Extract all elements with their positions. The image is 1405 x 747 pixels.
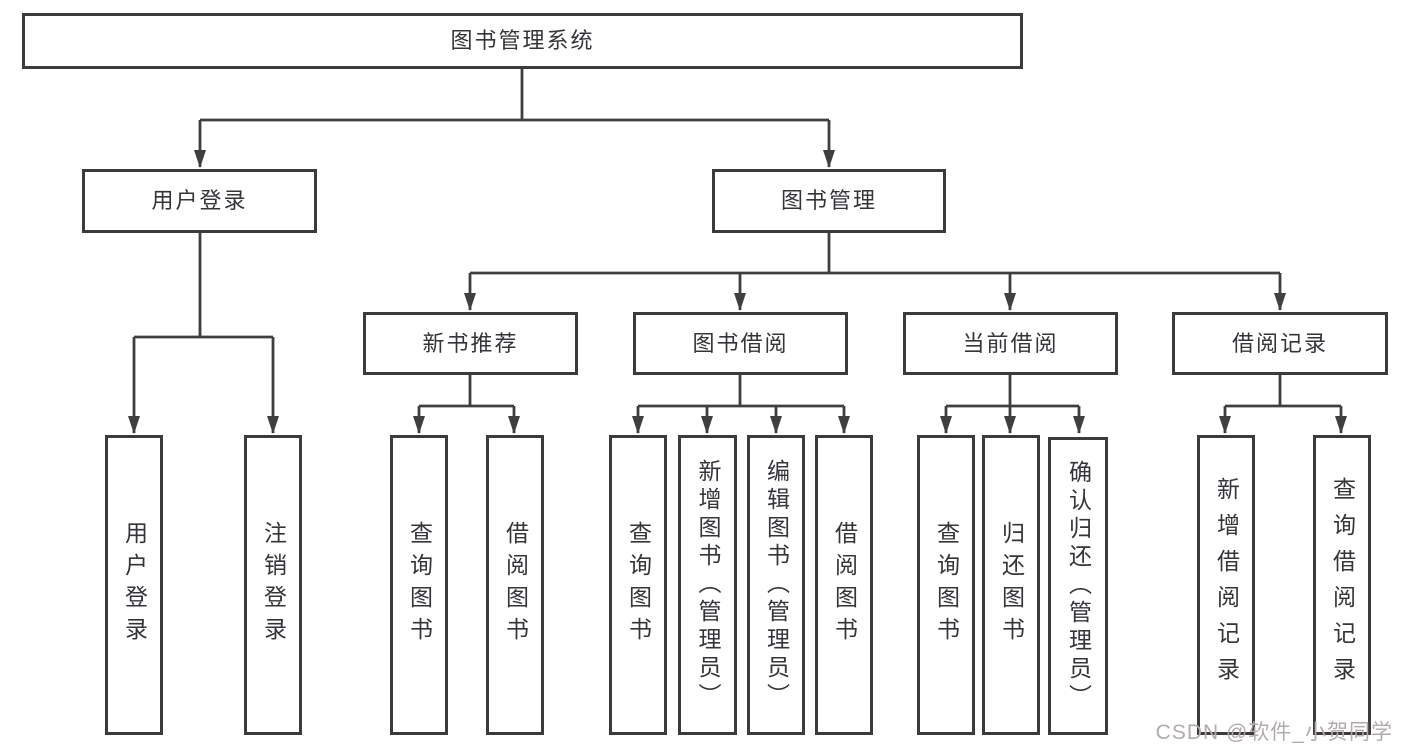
node-user-login-group: 用户登录	[82, 169, 317, 233]
leaf-records-query-borrow-record: 查询借阅记录	[1313, 435, 1371, 735]
csdn-watermark: CSDN @软件_小贺同学	[1155, 721, 1393, 744]
leaf-recommend-query-books: 查询图书	[390, 435, 448, 735]
node-current-borrowing: 当前借阅	[903, 312, 1118, 375]
node-book-management: 图书管理	[712, 169, 946, 233]
leaf-current-return-books: 归还图书	[982, 435, 1040, 735]
leaf-records-add-borrow-record: 新增借阅记录	[1197, 435, 1255, 735]
node-borrowing-records: 借阅记录	[1172, 312, 1388, 375]
leaf-user-login: 用户登录	[105, 435, 163, 735]
leaf-recommend-borrow-books: 借阅图书	[486, 435, 544, 735]
leaf-borrow-query-books: 查询图书	[609, 435, 667, 735]
leaf-borrow-edit-books-admin: 编辑图书（管理员）	[747, 435, 805, 735]
node-new-book-recommendation: 新书推荐	[363, 312, 578, 375]
leaf-current-confirm-return-admin: 确认归还（管理员）	[1048, 437, 1108, 735]
leaf-logout: 注销登录	[244, 435, 302, 735]
leaf-borrow-borrow-books: 借阅图书	[815, 435, 873, 735]
node-library-management-system: 图书管理系统	[22, 13, 1023, 69]
leaf-current-query-books: 查询图书	[917, 435, 975, 735]
node-book-borrowing: 图书借阅	[633, 312, 848, 375]
leaf-borrow-add-books-admin: 新增图书（管理员）	[678, 435, 737, 735]
